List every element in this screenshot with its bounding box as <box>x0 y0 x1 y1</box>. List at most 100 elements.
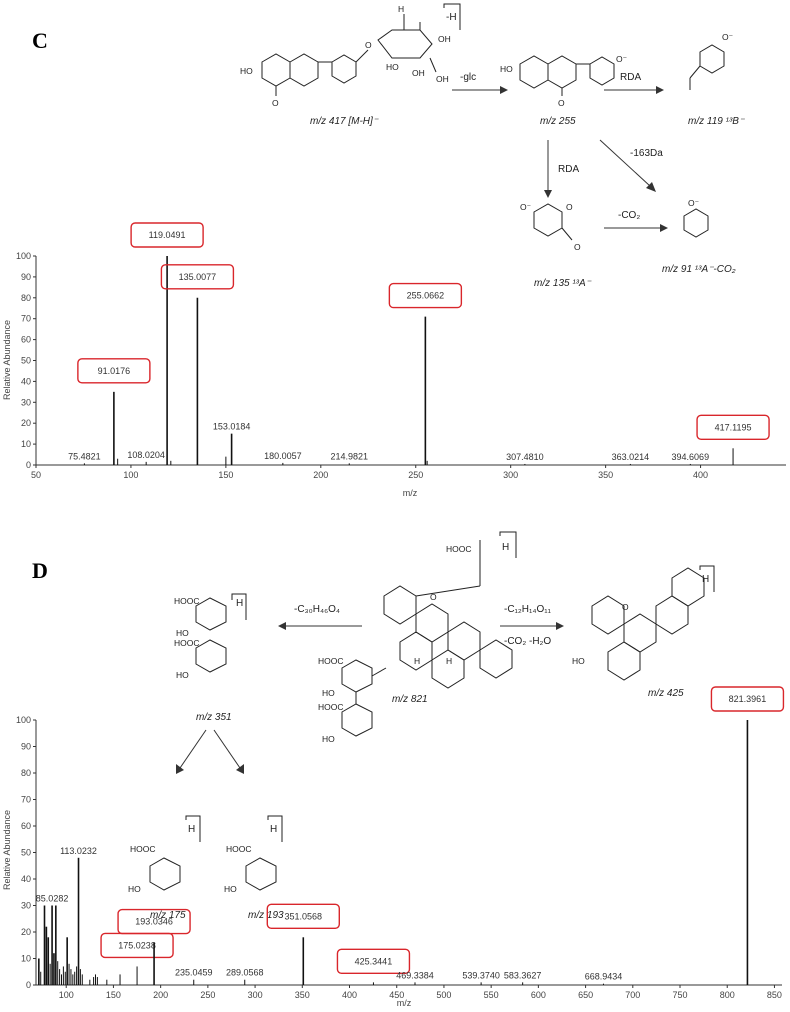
scheme-d-ho-label: HO <box>176 670 189 680</box>
spectrum-c-ylabel: Relative Abundance <box>2 320 12 400</box>
spectrum-d-peak-label: 351.0568 <box>285 911 323 921</box>
spectrum-c-y-tick-label: 70 <box>21 314 31 324</box>
spectrum-c-peak-label: 255.0662 <box>407 291 445 301</box>
spectrum-c-y-tick-label: 80 <box>21 293 31 303</box>
scheme-c-o-minus-label: O⁻ <box>688 198 700 208</box>
scheme-c-o-label: O <box>566 202 573 212</box>
scheme-c-o-label: O <box>365 40 372 50</box>
spectrum-c-peak-label: 108.0204 <box>127 450 165 460</box>
scheme-c-h-label: H <box>398 4 404 14</box>
scheme-c-precursor-structure <box>261 14 437 96</box>
spectrum-c-peak-label: 75.4821 <box>68 451 101 461</box>
scheme-d-o-label: O <box>430 592 437 602</box>
scheme-d-h-label: H <box>188 824 195 835</box>
scheme-d-bracket <box>499 531 517 558</box>
scheme-d-hooc-label: HOOC <box>174 596 200 606</box>
spectrum-d-x-tick-label: 450 <box>389 990 404 1000</box>
spectrum-d-peak-highlight-box <box>336 948 411 975</box>
spectrum-c-x-tick-label: 150 <box>218 470 233 480</box>
spectrum-c-xlabel: m/z <box>403 488 418 498</box>
scheme-d-h-label: H <box>414 656 420 666</box>
spectrum-c-peak-label: 417.1195 <box>715 422 752 432</box>
spectrum-d-y-tick-label: 20 <box>21 927 31 937</box>
scheme-d-arrowhead <box>236 764 244 774</box>
scheme-d-arrow <box>179 729 207 769</box>
scheme-c-ho-label: HO <box>240 66 253 76</box>
spectrum-d-y-tick-label: 90 <box>21 742 31 752</box>
scheme-c-frag91-label: m/z 91 ¹³A⁻-CO₂ <box>662 264 736 275</box>
scheme-d-bracket <box>185 815 201 842</box>
spectrum-c-y-tick-label: 90 <box>21 272 31 282</box>
scheme-c-rda-label: RDA <box>558 164 579 175</box>
panel-c: C HO O O H OH HO OH OH -H m/z 417 [M-H]⁻… <box>2 3 786 498</box>
scheme-d-arrowhead <box>556 622 564 630</box>
scheme-c-frag135-label: m/z 135 ¹³A⁻ <box>534 278 592 289</box>
scheme-c-o-label: O <box>574 242 581 252</box>
spectrum-d-x-tick-label: 300 <box>248 990 263 1000</box>
scheme-c-ho-label: HO <box>500 64 513 74</box>
spectrum-d-x-tick-label: 200 <box>153 990 168 1000</box>
scheme-d-precursor-structure <box>383 540 513 689</box>
spectrum-c-peak-label: 363.0214 <box>612 452 650 462</box>
scheme-d-hooc-label: HOOC <box>318 702 344 712</box>
scheme-d-h-label: H <box>270 824 277 835</box>
scheme-d-h-label: H <box>502 542 509 553</box>
spectrum-c-peak-label: 394.6069 <box>672 452 710 462</box>
scheme-c-o-label: O <box>558 98 565 108</box>
scheme-c-oh-label: OH <box>436 74 449 84</box>
spectrum-d-x-tick-label: 350 <box>295 990 310 1000</box>
scheme-d-h-label: H <box>702 574 709 585</box>
scheme-d-ho-label: HO <box>572 656 585 666</box>
spectrum-c-x-tick-label: 350 <box>598 470 613 480</box>
spectrum-c-x-tick-label: 250 <box>408 470 423 480</box>
spectrum-d-peak-highlight-box <box>266 903 340 929</box>
scheme-d-arrowhead <box>176 764 184 774</box>
spectrum-d-ylabel: Relative Abundance <box>2 810 12 890</box>
scheme-c-arrow <box>599 139 651 187</box>
scheme-d-loss-right: -C₁₂H₁₄O₁₁ <box>504 604 552 615</box>
scheme-d-ho-label: HO <box>322 734 335 744</box>
scheme-d-hooc-label: HOOC <box>130 844 156 854</box>
spectrum-d-x-tick-label: 500 <box>436 990 451 1000</box>
panel-d-letter: D <box>32 558 48 583</box>
spectrum-c-x-tick-label: 400 <box>693 470 708 480</box>
scheme-d-bracket <box>699 565 715 592</box>
scheme-d-frag175-label: m/z 175 <box>150 910 186 921</box>
spectrum-c-peak-label: 119.0491 <box>149 230 186 240</box>
spectrum-c-y-tick-label: 40 <box>21 376 31 386</box>
spectrum-c-y-tick-label: 60 <box>21 335 31 345</box>
spectrum-c-peak-label: 214.9821 <box>330 451 368 461</box>
scheme-c-frag119-label: m/z 119 ¹³B⁻ <box>688 116 745 127</box>
spectrum-c-peak-label: 307.4810 <box>506 452 544 462</box>
scheme-c-o-label: O <box>272 98 279 108</box>
scheme-c-arrowhead <box>646 182 656 192</box>
scheme-c-o-minus-label: O⁻ <box>520 202 532 212</box>
scheme-d-frag351-label: m/z 351 <box>196 712 232 723</box>
scheme-c-arrowhead <box>544 190 552 198</box>
scheme-c-arrowhead <box>500 86 508 94</box>
scheme-c-precursor-label: m/z 417 [M-H]⁻ <box>310 116 379 127</box>
scheme-c-arrowhead <box>660 224 668 232</box>
spectrum-d-peak-highlight-box <box>117 908 191 935</box>
scheme-d-hooc-label: HOOC <box>226 844 252 854</box>
scheme-c-loss-163: -163Da <box>630 148 663 159</box>
scheme-c-o-minus-label: O⁻ <box>722 32 734 42</box>
spectrum-d-y-tick-label: 70 <box>21 795 31 805</box>
spectrum-d-x-tick-label: 250 <box>200 990 215 1000</box>
spectrum-c-y-tick-label: 10 <box>21 439 31 449</box>
spectrum-d-x-tick-label: 750 <box>672 990 687 1000</box>
scheme-d-hooc-label: HOOC <box>318 656 344 666</box>
spectrum-c-y-tick-label: 100 <box>16 251 31 261</box>
scheme-c-o-minus-label: O⁻ <box>616 54 628 64</box>
spectrum-d-x-tick-label: 800 <box>720 990 735 1000</box>
spectrum-d-y-tick-label: 10 <box>21 954 31 964</box>
scheme-d-ho-label: HO <box>224 884 237 894</box>
spectrum-c-peak-highlight-box <box>130 222 204 248</box>
scheme-c-frag119-structure <box>689 44 725 90</box>
spectrum-c-x-tick-label: 200 <box>313 470 328 480</box>
scheme-c-frag135-structure <box>533 203 573 241</box>
spectrum-d-x-tick-label: 700 <box>625 990 640 1000</box>
